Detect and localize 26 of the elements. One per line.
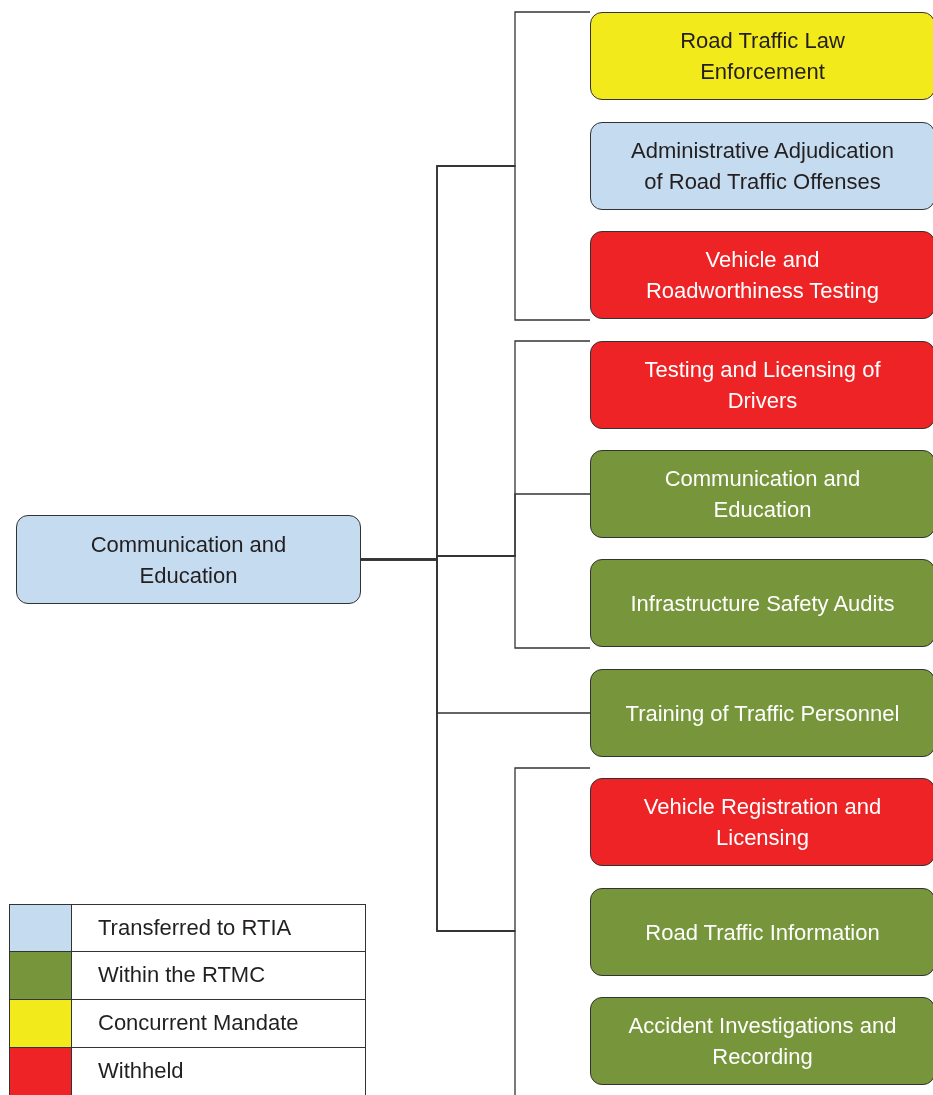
box-label: Road Traffic Information [645,918,880,947]
process-box [590,231,933,319]
legend-label: Concurrent Mandate [98,1010,299,1036]
process-box [590,778,933,866]
process-box [16,515,361,604]
process-box [590,997,933,1085]
process-box [590,12,933,100]
process-box [590,669,933,757]
box-label: Training of Traffic Personnel [625,699,900,728]
process-box [590,888,933,976]
process-box [590,559,933,647]
box-label: Road Traffic Law Enforcement [679,27,846,86]
legend-label: Within the RTMC [98,962,266,988]
process-box [590,341,933,429]
box-label: Communication and Education [663,465,862,524]
box-label: Testing and Licensing of Drivers [643,356,882,415]
legend-label: Transferred to RTIA [98,915,292,941]
box-label: Infrastructure Safety Audits [630,589,895,618]
box-label: Vehicle Registration and Licensing [642,793,883,852]
box-label: Administrative Adjudication of Road Traffic Offenses [630,137,895,196]
box-label: Communication and Education [89,530,288,590]
legend-label: Withheld [98,1058,184,1084]
box-label: Vehicle and Roadworthiness Testing [644,246,881,305]
box-label: Accident Investigations and Recording [627,1012,898,1071]
process-box [590,122,933,210]
process-box [590,450,933,538]
